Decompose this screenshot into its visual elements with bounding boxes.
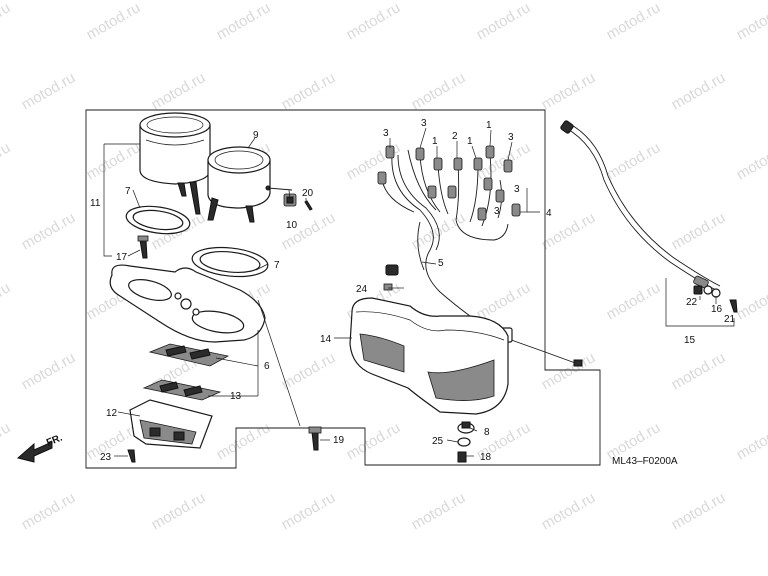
meter-case-cover <box>109 264 266 343</box>
watermark-text: motod.ru <box>149 69 209 113</box>
watermark-text: motod.ru <box>84 139 144 183</box>
callout-labels: 11 7 9 20 10 17 7 6 13 12 23 19 14 24 5 … <box>90 118 736 463</box>
watermark-text: motod.ru <box>0 139 13 183</box>
watermark-text: motod.ru <box>474 279 534 323</box>
callout-13: 13 <box>230 391 242 402</box>
callout-11: 11 <box>90 198 101 209</box>
watermark-text: motod.ru <box>149 489 209 533</box>
watermark-text: motod.ru <box>734 0 768 43</box>
callout-20: 20 <box>302 188 314 199</box>
bolt-part <box>137 235 149 259</box>
watermark-text: motod.ru <box>0 0 13 43</box>
watermark-text: motod.ru <box>669 69 729 113</box>
watermark-text: motod.ru <box>539 489 599 533</box>
watermark-text: motod.ru <box>734 279 768 323</box>
callout-18: 18 <box>480 452 492 463</box>
callout-7a: 7 <box>125 186 131 197</box>
speedometer-gauge <box>139 112 211 215</box>
watermark-text: motod.ru <box>669 489 729 533</box>
watermark-text: motod.ru <box>344 419 404 463</box>
watermark-text: motod.ru <box>604 0 664 43</box>
callout-12: 12 <box>106 408 118 419</box>
watermark-text: motod.ru <box>0 279 13 323</box>
callout-19: 19 <box>333 435 345 446</box>
watermark-text: motod.ru <box>474 0 534 43</box>
watermark-text: motod.ru <box>279 209 339 253</box>
callout-22: 22 <box>686 297 698 308</box>
watermark-text: motod.ru <box>539 349 599 393</box>
callout-25: 25 <box>432 436 444 447</box>
cable-bolt <box>729 299 738 313</box>
cable-clip <box>693 285 703 295</box>
front-arrow-icon <box>16 441 53 463</box>
callout-9: 9 <box>253 130 259 141</box>
watermark-text: motod.ru <box>539 69 599 113</box>
callout-17: 17 <box>116 252 128 263</box>
callout-3b: 3 <box>421 118 427 129</box>
watermark-text: motod.ru <box>669 349 729 393</box>
case-washer <box>457 437 471 447</box>
watermark-text: motod.ru <box>279 349 339 393</box>
callout-6: 6 <box>264 361 270 372</box>
watermark-text: motod.ru <box>0 419 13 463</box>
indicator-plate <box>142 379 222 401</box>
watermark-text: motod.ru <box>669 209 729 253</box>
leader-lines <box>103 127 735 457</box>
callout-15: 15 <box>684 335 696 346</box>
callout-21: 21 <box>724 314 736 325</box>
case-screw <box>127 449 136 463</box>
gauge-ring-right <box>191 246 269 278</box>
watermark-text: motod.ru <box>474 139 534 183</box>
tachometer-gauge <box>207 146 293 223</box>
mount-bolt <box>308 426 322 451</box>
callout-10: 10 <box>286 220 298 231</box>
watermark-text: motod.ru <box>734 139 768 183</box>
diagram-code: ML43–F0200A <box>612 456 678 467</box>
callout-7b: 7 <box>274 260 280 271</box>
callout-23: 23 <box>100 452 112 463</box>
case-nut <box>457 451 467 463</box>
watermark-text: motod.ru <box>604 279 664 323</box>
front-marker: FR. <box>45 432 64 448</box>
callout-3c: 3 <box>508 132 514 143</box>
watermark-text: motod.ru <box>279 69 339 113</box>
callout-3e: 3 <box>494 206 500 217</box>
watermark-text: motod.ru <box>734 419 768 463</box>
watermark-text: motod.ru <box>214 0 274 43</box>
callout-4: 4 <box>546 208 552 219</box>
gauge-ring-left <box>125 205 191 235</box>
watermark-text: motod.ru <box>19 489 79 533</box>
callout-2: 2 <box>452 131 458 142</box>
watermark-text: motod.ru <box>19 349 79 393</box>
lower-case <box>129 399 213 449</box>
watermark-text: motod.ru <box>19 69 79 113</box>
watermark-text: motod.ru <box>409 489 469 533</box>
assembly-boundary <box>85 109 601 469</box>
watermark-text: motod.ru <box>279 489 339 533</box>
watermark-text: motod.ru <box>409 209 469 253</box>
callout-1a: 1 <box>432 136 438 147</box>
watermark-text: motod.ru <box>214 419 274 463</box>
callout-5: 5 <box>438 258 444 269</box>
speedometer-cable <box>560 120 721 298</box>
watermark-text: motod.ru <box>344 0 404 43</box>
callout-1c: 1 <box>486 120 492 131</box>
callout-3a: 3 <box>383 128 389 139</box>
callout-24: 24 <box>356 284 368 295</box>
indicator-panel <box>148 343 230 367</box>
callout-1b: 1 <box>467 136 473 147</box>
watermark-text: motod.ru <box>409 69 469 113</box>
watermark-text: motod.ru <box>84 0 144 43</box>
harness-clip <box>383 264 399 291</box>
watermark-text: motod.ru <box>19 209 79 253</box>
watermark-text: motod.ru <box>604 139 664 183</box>
callout-16: 16 <box>711 304 723 315</box>
case-grommet <box>457 421 475 434</box>
meter-case <box>349 297 509 415</box>
callout-3d: 3 <box>514 184 520 195</box>
callout-8: 8 <box>484 427 490 438</box>
callout-14: 14 <box>320 334 332 345</box>
